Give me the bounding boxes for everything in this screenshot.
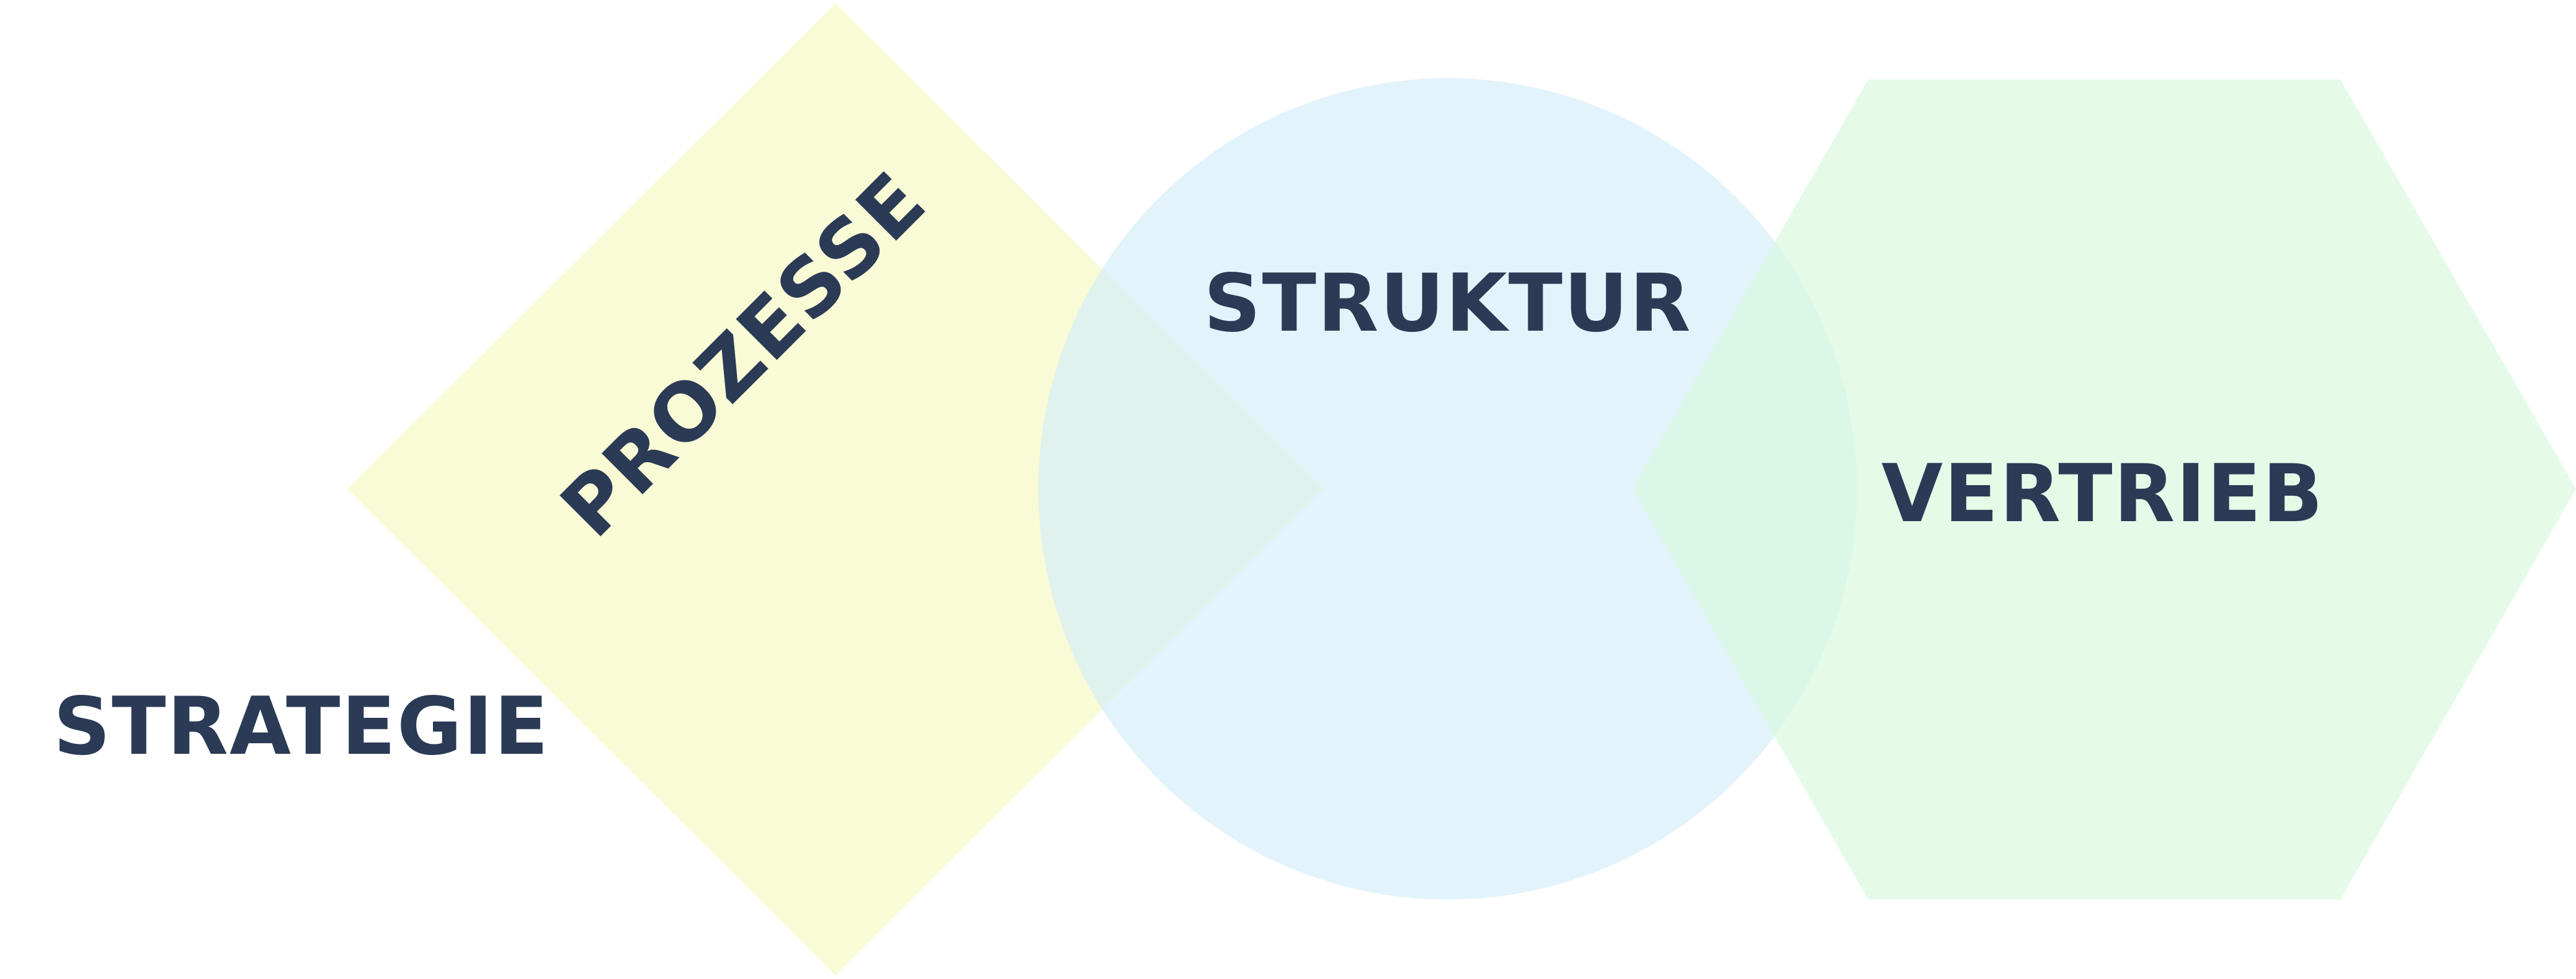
strategie-label: STRATEGIE <box>53 681 550 773</box>
vertrieb-label: VERTRIEB <box>1881 448 2324 540</box>
circle-shape <box>1038 78 1857 900</box>
hexagon-shape <box>1633 79 2576 900</box>
struktur-label: STRUKTUR <box>1204 257 1692 350</box>
diamond-shape <box>347 3 1323 975</box>
